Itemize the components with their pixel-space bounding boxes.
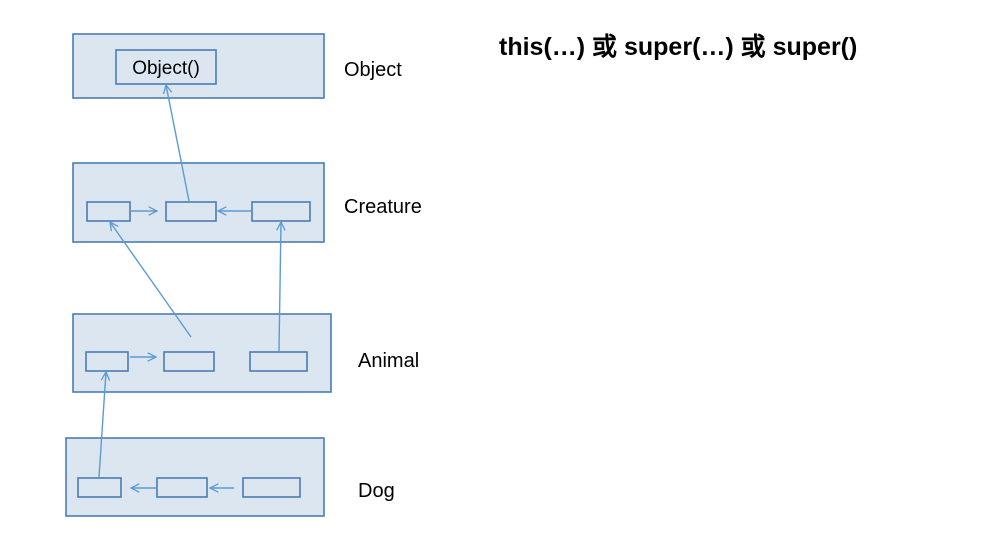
- object-class-label: Object: [344, 59, 402, 81]
- dog-class-label: Dog: [358, 480, 395, 502]
- animal-constructor-3: [249, 351, 308, 372]
- creature-constructor-3: [251, 201, 311, 222]
- animal-class-label: Animal: [358, 350, 419, 372]
- creature-constructor-2: [165, 201, 217, 222]
- creature-constructor-1: [86, 201, 131, 222]
- arrow-animal-3-to-creature-3: [279, 222, 281, 352]
- arrow-creature-2-to-object: [166, 85, 190, 202]
- animal-constructor-1: [85, 351, 129, 372]
- dog-constructor-2: [156, 477, 208, 498]
- dog-constructor-1: [77, 477, 122, 498]
- animal-constructor-2: [163, 351, 215, 372]
- object-constructor-label: Object(): [132, 58, 200, 79]
- arrow-animal-2-to-creature-1: [110, 222, 192, 338]
- object-constructor-box: [115, 49, 217, 85]
- dog-class-box: [65, 437, 325, 517]
- headline: this(…) 或 super(…) 或 super(): [499, 33, 858, 61]
- dog-constructor-3: [242, 477, 301, 498]
- creature-class-label: Creature: [344, 196, 422, 218]
- arrow-dog-1-to-animal-1: [98, 372, 106, 478]
